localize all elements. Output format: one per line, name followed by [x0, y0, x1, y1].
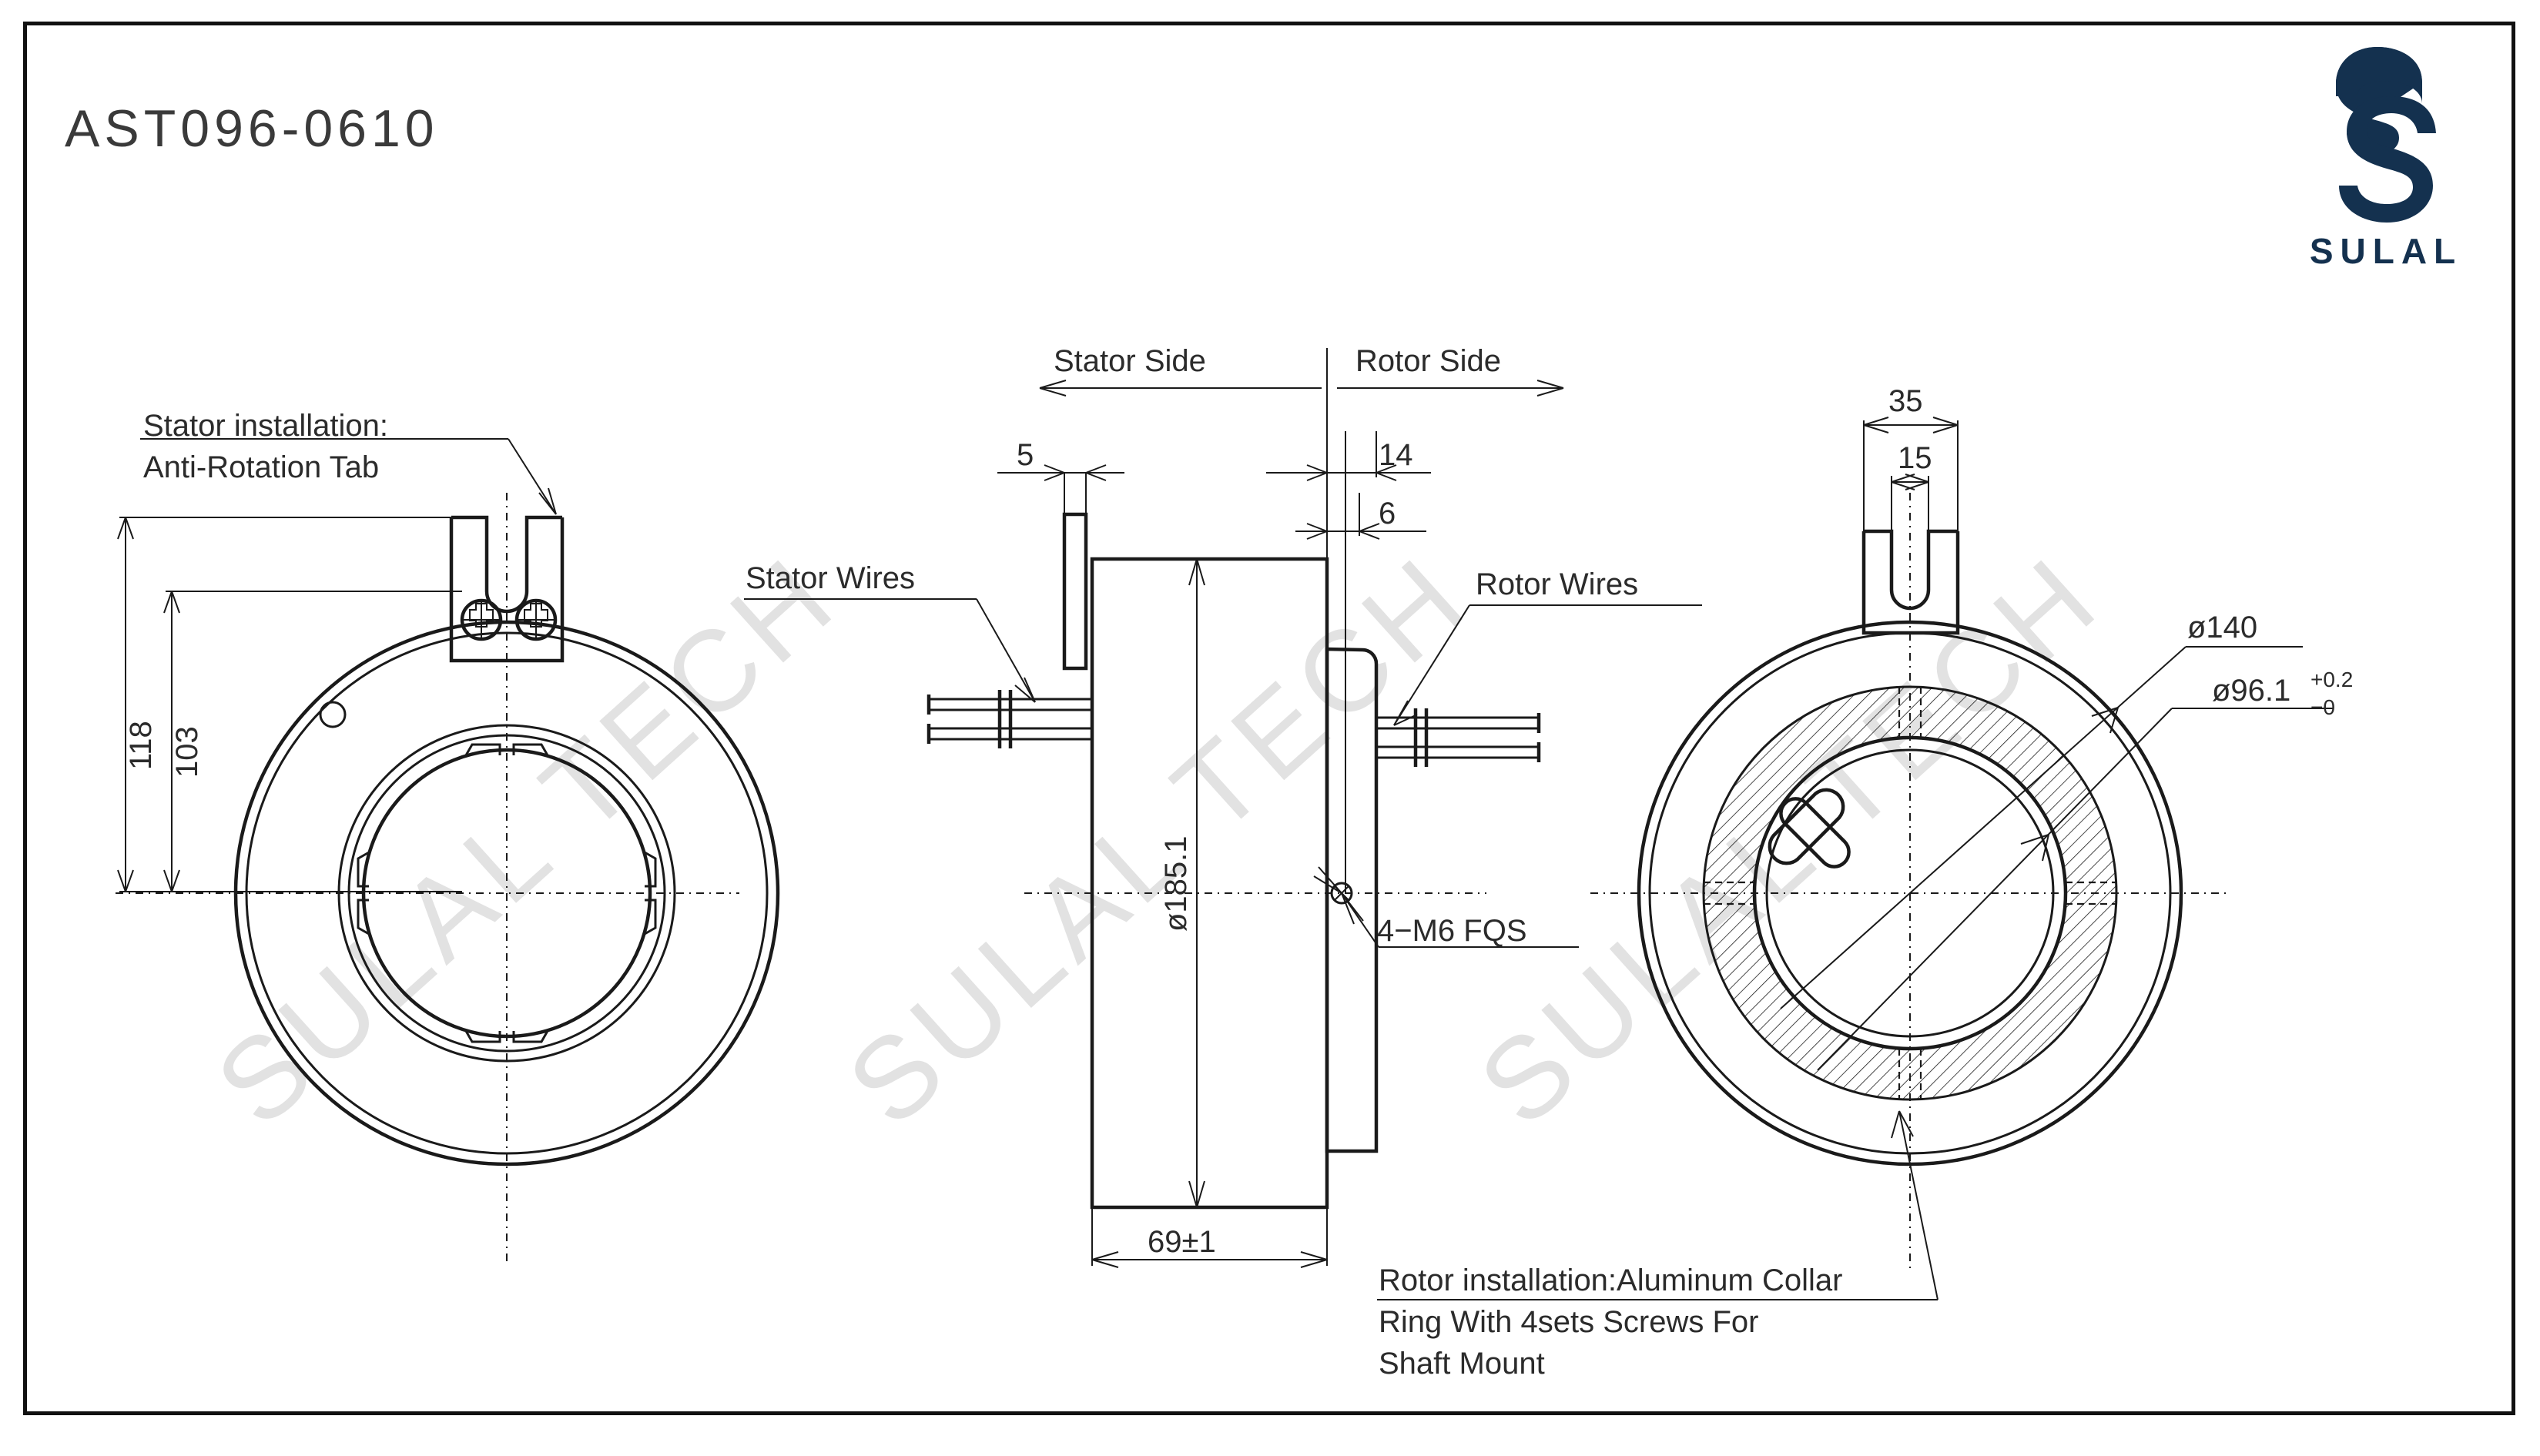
brand-logo: SULAL	[2286, 42, 2486, 272]
page-title: AST096-0610	[65, 99, 439, 158]
brand-wordmark: SULAL	[2309, 231, 2463, 271]
sulal-s-icon	[2336, 47, 2436, 223]
drawing-border	[23, 22, 2515, 1415]
